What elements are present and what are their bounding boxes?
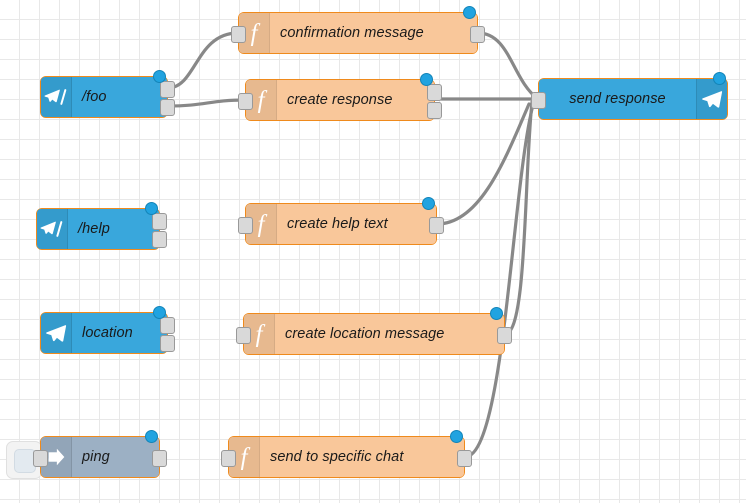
node-output-port[interactable]	[152, 230, 167, 248]
node-output-port[interactable]	[427, 101, 442, 119]
node-status-dot	[145, 202, 158, 215]
node-label: create help text	[287, 216, 388, 232]
node-output-port[interactable]	[497, 326, 512, 344]
node-label: /help	[78, 221, 110, 237]
node-label: create response	[287, 92, 393, 108]
wire	[166, 98, 247, 108]
telegram-command-icon	[37, 209, 68, 249]
svg-text:f: f	[258, 211, 268, 237]
node-input-port[interactable]	[231, 25, 246, 43]
function-f-icon: f	[246, 204, 277, 244]
node-output-port[interactable]	[152, 449, 167, 467]
node-label: send response	[569, 91, 666, 107]
node-body: /foo	[41, 77, 167, 117]
node-create-help-text[interactable]: f create help text	[238, 197, 444, 245]
node-label: create location message	[285, 326, 445, 342]
node-label: send to specific chat	[270, 449, 404, 465]
node-status-dot	[450, 430, 463, 443]
node-label: /foo	[82, 89, 107, 105]
node-body: f create help text	[246, 204, 436, 244]
node-status-dot	[145, 430, 158, 443]
node-output-port[interactable]	[457, 449, 472, 467]
node-label: confirmation message	[280, 25, 424, 41]
telegram-send-icon	[696, 79, 727, 119]
node-input-port[interactable]	[221, 449, 236, 467]
node-label: location	[82, 325, 133, 341]
svg-text:f: f	[251, 20, 261, 46]
node-body: f send to specific chat	[229, 437, 464, 477]
node-foo-command[interactable]: /foo	[40, 70, 175, 118]
node-body: f confirmation message	[239, 13, 477, 53]
wire	[435, 102, 531, 226]
node-status-dot	[490, 307, 503, 320]
node-status-dot	[713, 72, 726, 85]
telegram-command-icon	[41, 77, 72, 117]
node-output-port[interactable]	[427, 83, 442, 101]
node-output-port[interactable]	[429, 216, 444, 234]
node-output-port[interactable]	[160, 80, 175, 98]
node-body: f create location message	[244, 314, 504, 354]
node-confirmation-message[interactable]: f confirmation message	[231, 6, 485, 54]
node-create-location-message[interactable]: f create location message	[236, 307, 512, 355]
node-send-to-specific-chat[interactable]: f send to specific chat	[221, 430, 472, 478]
svg-text:f: f	[256, 321, 266, 347]
node-location-trigger[interactable]: location	[40, 306, 175, 354]
node-create-response[interactable]: f create response	[238, 73, 442, 121]
node-input-port[interactable]	[531, 91, 546, 109]
svg-text:f: f	[241, 444, 251, 470]
wire	[503, 100, 534, 336]
telegram-plain-icon	[41, 313, 72, 353]
node-send-response[interactable]: send response	[531, 72, 728, 120]
node-status-dot	[420, 73, 433, 86]
wire	[463, 99, 536, 459]
wire	[476, 31, 540, 101]
node-status-dot	[153, 70, 166, 83]
node-input-port[interactable]	[238, 216, 253, 234]
wire	[166, 31, 240, 90]
node-input-port[interactable]	[238, 92, 253, 110]
node-output-port[interactable]	[152, 212, 167, 230]
node-output-port[interactable]	[160, 334, 175, 352]
node-input-port[interactable]	[236, 326, 251, 344]
node-status-dot	[463, 6, 476, 19]
node-ping-link[interactable]: ping	[33, 430, 167, 478]
node-status-dot	[153, 306, 166, 319]
node-label: ping	[82, 449, 110, 465]
node-output-port[interactable]	[160, 98, 175, 116]
node-body: /help	[37, 209, 159, 249]
node-body: location	[41, 313, 167, 353]
node-body: f create response	[246, 80, 434, 120]
node-output-port[interactable]	[470, 25, 485, 43]
node-body: ping	[41, 437, 159, 477]
node-help-command[interactable]: /help	[36, 202, 167, 250]
svg-text:f: f	[258, 87, 268, 113]
node-body: send response	[539, 79, 727, 119]
node-output-port[interactable]	[160, 316, 175, 334]
node-input-port[interactable]	[33, 449, 48, 467]
function-f-icon: f	[239, 13, 270, 53]
node-status-dot	[422, 197, 435, 210]
